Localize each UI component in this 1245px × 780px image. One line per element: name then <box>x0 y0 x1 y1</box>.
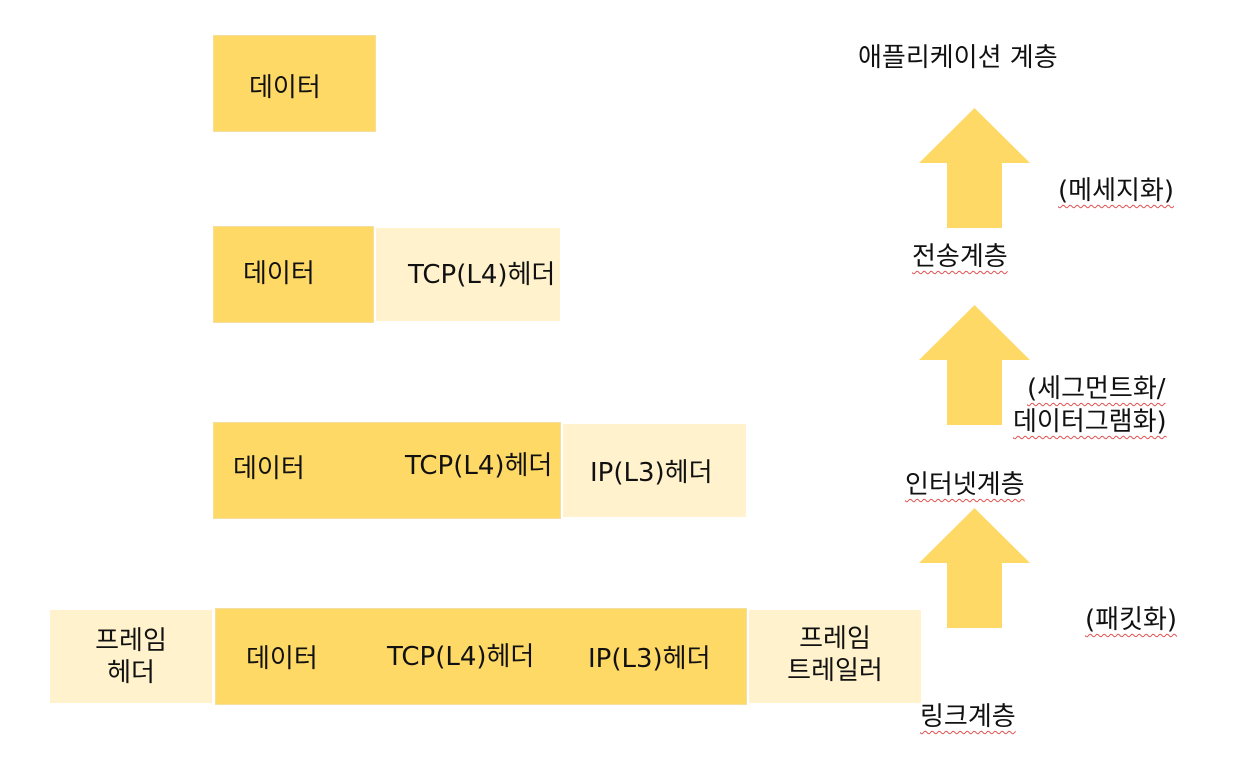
transport-data-block <box>213 226 374 323</box>
process-message-label: (메세지화) <box>1058 176 1174 206</box>
app-data-block <box>213 35 376 132</box>
layer-application-label: 애플리케이션 계층 <box>858 43 1058 73</box>
process-segment-label-line1: (세그먼트화/ <box>1027 374 1166 404</box>
frame-trailer-label: 프레임 트레일러 <box>787 624 883 686</box>
layer-link-label: 링크계층 <box>920 702 1016 732</box>
transport-data-label: 데이터 <box>243 259 315 289</box>
internet-ip-label: IP(L3)헤더 <box>590 458 713 488</box>
link-data-tcp-ip-block <box>215 608 747 705</box>
link-ip-label: IP(L3)헤더 <box>588 644 711 674</box>
layer-transport-label: 전송계층 <box>912 242 1008 272</box>
transport-tcp-header-block <box>376 228 560 321</box>
process-segment-label-line2: 데이터그램화) <box>1013 407 1167 437</box>
process-packet-label: (패킷화) <box>1085 605 1178 635</box>
frame-header-label: 프레임 헤더 <box>95 626 167 688</box>
up-arrow-icon <box>919 508 1030 628</box>
app-data-label: 데이터 <box>249 73 321 103</box>
link-tcp-label: TCP(L4)헤더 <box>387 642 535 672</box>
link-data-label: 데이터 <box>246 644 318 674</box>
up-arrow-icon <box>919 108 1030 228</box>
internet-tcp-label: TCP(L4)헤더 <box>405 451 553 481</box>
internet-ip-header-block <box>563 424 746 517</box>
layer-internet-label: 인터넷계층 <box>905 470 1025 500</box>
frame-header-block <box>50 610 212 703</box>
transport-tcp-label: TCP(L4)헤더 <box>408 260 556 290</box>
internet-data-label: 데이터 <box>233 454 305 484</box>
internet-data-tcp-block <box>213 422 561 519</box>
up-arrow-icon <box>919 305 1030 425</box>
frame-trailer-block <box>749 610 921 703</box>
